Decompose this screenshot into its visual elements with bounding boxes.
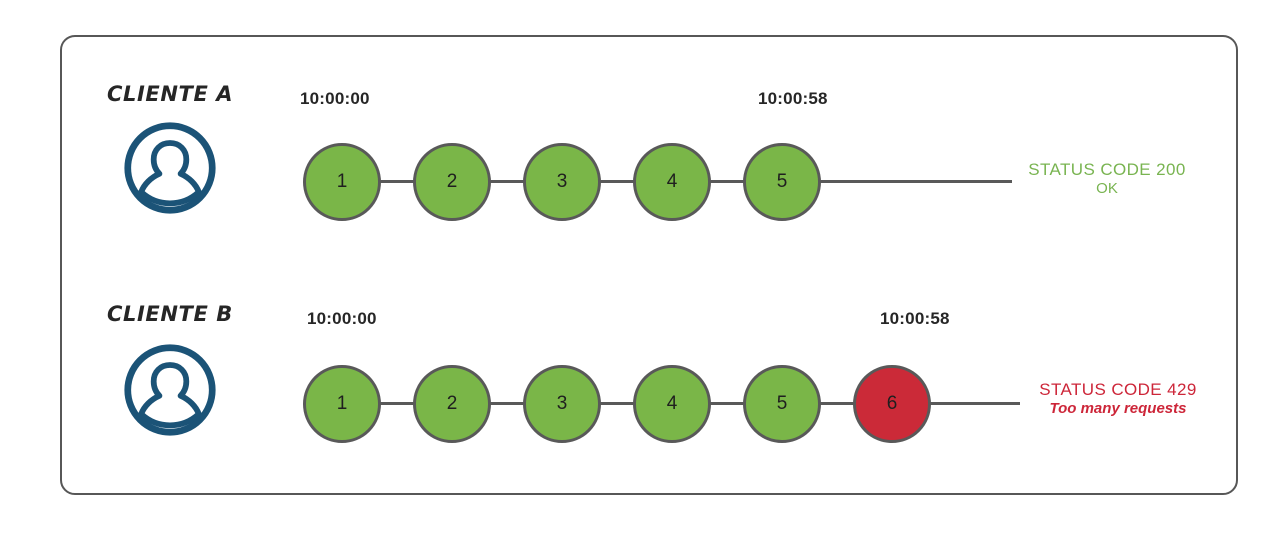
client-b-label: CLIENTE B [107,302,233,326]
connector-b-1-2 [380,402,422,405]
request-node[interactable]: 4 [633,143,711,221]
connector-a-3-4 [600,180,642,183]
request-node[interactable]: 4 [633,365,711,443]
row-b-time-end: 10:00:58 [880,309,950,328]
request-node[interactable]: 5 [743,143,821,221]
connector-b-4-5 [710,402,752,405]
status-code-a: STATUS CODE 200 [1028,160,1186,179]
status-message-b: Too many requests [1049,400,1187,418]
row-a-time-start: 10:00:00 [300,89,370,108]
row-a-time-end: 10:00:58 [758,89,828,108]
connector-a-4-5 [710,180,752,183]
client-row-b: CLIENTE B 10:00:00 10:00:58 1 2 3 4 5 6 … [62,37,1236,493]
status-message-a: OK [1096,180,1118,198]
client-a-label: CLIENTE A [107,82,234,106]
user-avatar-icon [122,120,218,216]
request-node[interactable]: 3 [523,365,601,443]
connector-a-2-3 [490,180,532,183]
request-node-error[interactable]: 6 [853,365,931,443]
request-node[interactable]: 3 [523,143,601,221]
client-row-a: CLIENTE A 10:00:00 10:00:58 1 2 3 4 5 ST… [62,37,1236,493]
request-node[interactable]: 5 [743,365,821,443]
request-node[interactable]: 2 [413,143,491,221]
connector-b-tail [930,402,1020,405]
connector-b-5-6 [820,402,862,405]
connector-b-3-4 [600,402,642,405]
request-node[interactable]: 2 [413,365,491,443]
connector-b-2-3 [490,402,532,405]
status-badge-b: STATUS CODE 429 Too many requests [1020,379,1216,419]
request-node[interactable]: 1 [303,365,381,443]
status-code-b: STATUS CODE 429 [1039,380,1197,399]
diagram-frame: CLIENTE A 10:00:00 10:00:58 1 2 3 4 5 ST… [60,35,1238,495]
connector-a-tail [820,180,1012,183]
row-b-time-start: 10:00:00 [307,309,377,328]
status-badge-a: STATUS CODE 200 OK [1012,159,1202,199]
request-node[interactable]: 1 [303,143,381,221]
user-avatar-icon [122,342,218,438]
connector-a-1-2 [380,180,422,183]
